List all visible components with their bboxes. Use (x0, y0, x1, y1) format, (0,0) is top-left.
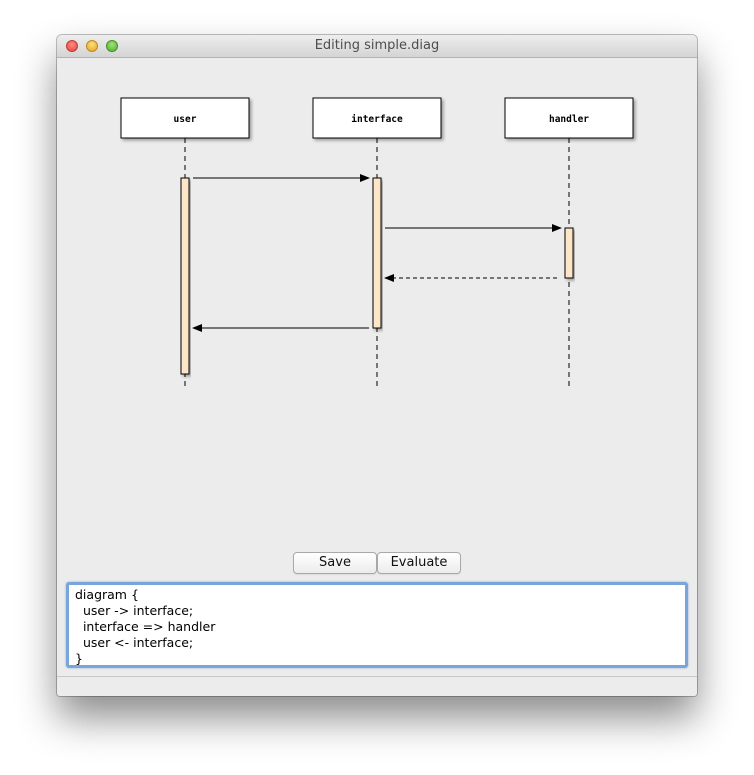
title-bar[interactable]: Editing simple.diag (57, 35, 697, 58)
activation-user (180, 177, 190, 375)
code-text: diagram { user -> interface; interface =… (69, 585, 685, 669)
participant-interface[interactable]: interface (312, 97, 442, 139)
save-button[interactable]: Save (293, 552, 377, 574)
minimize-window-button[interactable] (86, 40, 98, 52)
diagram-canvas: user interface handler (57, 58, 697, 558)
code-editor[interactable]: diagram { user -> interface; interface =… (66, 582, 688, 668)
code-line: user <- interface; (75, 635, 194, 650)
app-window: Editing simple.diag user (57, 35, 697, 696)
code-line: interface => handler (75, 619, 216, 634)
participant-label: interface (351, 114, 403, 125)
close-window-button[interactable] (66, 40, 78, 52)
code-line: diagram { (75, 587, 139, 602)
participant-user[interactable]: user (120, 97, 250, 139)
participant-label: user (174, 114, 197, 125)
window-title: Editing simple.diag (314, 38, 440, 53)
code-line: user -> interface; (75, 603, 194, 618)
evaluate-button[interactable]: Evaluate (377, 552, 461, 574)
participant-label: handler (549, 114, 589, 125)
participant-handler[interactable]: handler (504, 97, 634, 139)
status-bar (57, 676, 697, 696)
zoom-window-button[interactable] (106, 40, 118, 52)
activation-handler (564, 227, 574, 279)
activation-interface (372, 177, 382, 329)
code-line: } (75, 651, 83, 666)
sequence-diagram: user interface handler (120, 97, 634, 388)
